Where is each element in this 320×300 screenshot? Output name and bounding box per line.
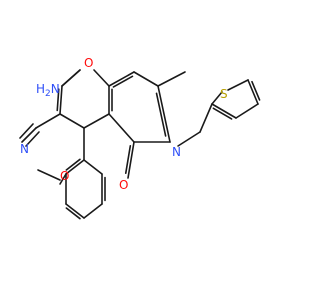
- bond-ar3: [65, 203, 85, 219]
- bond-cn-triple-2: [19, 123, 34, 139]
- molecule-structure: H2N O N O N S O: [19, 56, 261, 220]
- bond-ar3-second: [65, 207, 81, 220]
- bond-c8a-c8-second: [112, 75, 134, 88]
- bond-ar1-second: [65, 158, 81, 171]
- bond-ar1: [65, 159, 85, 175]
- bond-ar-ome: [59, 173, 67, 185]
- bond-c4-c4a: [83, 113, 110, 129]
- bond-ome-methyl: [37, 169, 61, 181]
- bond-c7-n-second: [155, 92, 167, 137]
- ring-nitrogen-label: N: [172, 145, 181, 159]
- bond-thio-c5s: [227, 79, 249, 91]
- thiophene-sulfur-label: S: [220, 87, 228, 101]
- bond-c3-cn: [35, 113, 61, 129]
- bond-cn-triple-1: [21, 127, 37, 143]
- bond-lines: [19, 69, 261, 220]
- nitrile-nitrogen-label: N: [20, 142, 29, 156]
- atom-labels: H2N O N O N S O: [20, 56, 228, 192]
- bond-thio-c4c5-second: [251, 80, 261, 101]
- bond-n-ch2: [177, 131, 201, 147]
- bond-thio-c3c4: [235, 103, 259, 119]
- bond-c5-o: [127, 141, 135, 179]
- amine-group-label: H2N: [36, 82, 60, 99]
- bond-o-c2: [61, 69, 81, 87]
- bond-thio-c4c5: [247, 79, 259, 105]
- bond-cn-triple-3: [25, 131, 40, 147]
- bond-c2-c3-second: [56, 88, 60, 112]
- bond-c5-c4a: [108, 113, 135, 143]
- bond-o-c8a: [93, 69, 110, 87]
- bond-ch2-thio: [199, 103, 213, 133]
- bond-ar6: [83, 159, 103, 175]
- methoxy-oxygen-label: O: [60, 169, 69, 183]
- bond-thio-c2c3-second: [212, 107, 233, 120]
- bond-ar4: [83, 203, 103, 219]
- bond-c2-c3: [59, 85, 63, 115]
- ring-oxygen-label: O: [84, 56, 93, 70]
- bond-c7-n: [157, 85, 171, 143]
- carbonyl-oxygen-label: O: [119, 178, 128, 192]
- bond-c7-methyl: [157, 71, 186, 87]
- bond-c8-c7: [133, 71, 159, 87]
- bond-thio-c2c3: [211, 103, 237, 119]
- bond-c3-c4: [59, 113, 85, 129]
- bond-c5-o-second: [124, 145, 132, 174]
- bond-c8a-c8: [108, 71, 135, 87]
- bond-s-c2: [211, 91, 223, 105]
